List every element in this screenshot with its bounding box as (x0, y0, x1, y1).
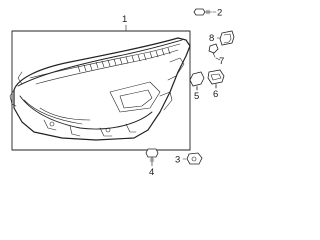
nut (186, 152, 203, 165)
callout-3: 3 (175, 155, 180, 166)
clip (208, 43, 219, 58)
bolt-bottom (145, 148, 159, 165)
headlamp-parts-diagram: 1 (9, 8, 235, 178)
assembly-bracket (11, 30, 191, 151)
callout-8: 8 (209, 33, 214, 44)
callout-2: 2 (217, 8, 222, 19)
bulb-socket-large (207, 69, 225, 89)
callout-4: 4 (149, 167, 154, 178)
callout-6: 6 (213, 89, 218, 100)
callout-5: 5 (194, 91, 199, 102)
callout-7-leader (215, 57, 221, 61)
bolt-top (193, 8, 213, 16)
callout-1: 1 (122, 14, 127, 25)
grommet (219, 30, 235, 46)
callout-7: 7 (219, 56, 224, 67)
headlamp-assembly (9, 37, 191, 141)
